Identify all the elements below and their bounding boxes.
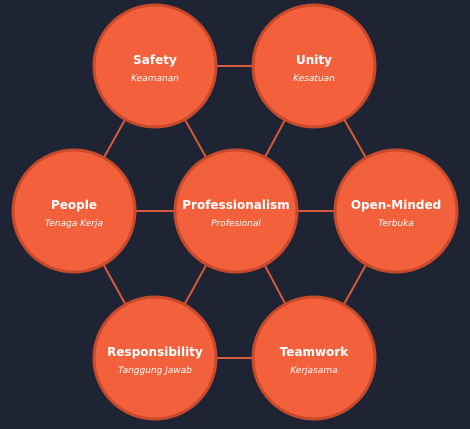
node-title-responsibility: Responsibility (107, 345, 203, 359)
node-circle-unity (251, 3, 377, 129)
node-title-people: People (51, 198, 97, 212)
node-subtitle-unity: Kesatuan (293, 74, 335, 84)
node-title-unity: Unity (296, 53, 332, 67)
node-subtitle-people: Tenaga Kerja (45, 219, 103, 229)
node-subtitle-open-minded: Terbuka (378, 219, 414, 229)
node-circle-people (11, 148, 137, 274)
node-subtitle-responsibility: Tanggung Jawab (118, 366, 192, 376)
node-subtitle-safety: Keamanan (131, 74, 179, 84)
node-title-safety: Safety (133, 53, 177, 67)
node-title-professionalism: Professionalism (182, 198, 289, 212)
node-title-open-minded: Open-Minded (351, 198, 441, 212)
node-circle-responsibility (92, 295, 218, 421)
node-subtitle-teamwork: Kerjasama (290, 366, 337, 376)
node-circle-open-minded (333, 148, 459, 274)
node-circle-professionalism (173, 148, 299, 274)
node-title-teamwork: Teamwork (280, 345, 350, 359)
node-subtitle-professionalism: Profesional (211, 219, 261, 229)
node-circle-safety (92, 3, 218, 129)
node-circle-teamwork (251, 295, 377, 421)
